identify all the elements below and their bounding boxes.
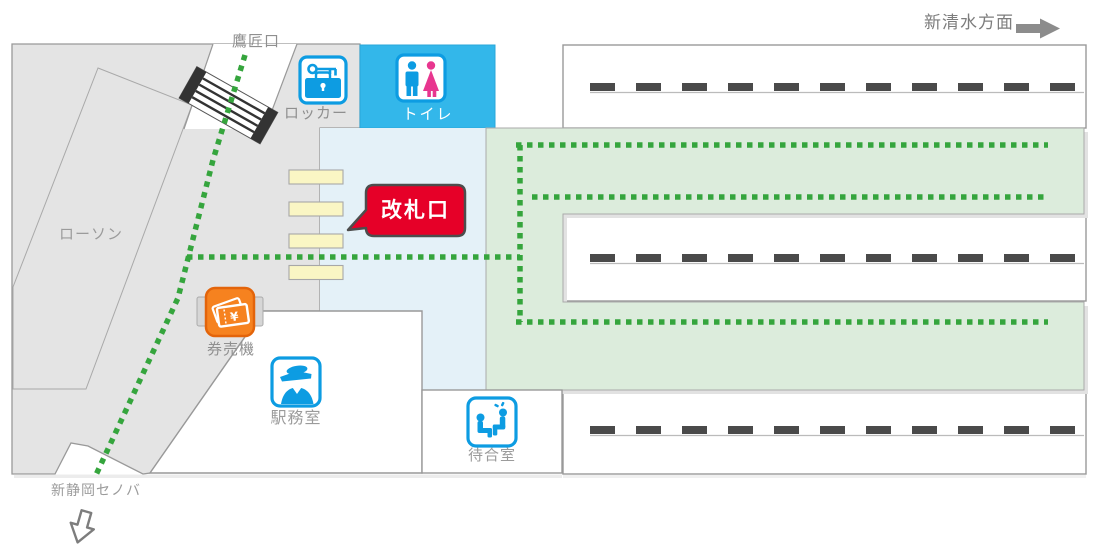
waiting-room-label: 待合室 (467, 446, 516, 464)
ticket-gates (288, 169, 344, 281)
toilet-icon (395, 53, 447, 103)
lawson-area (12, 67, 193, 390)
station-staff-icon (270, 356, 322, 408)
yen-symbol: ¥ (229, 309, 240, 324)
waiting-bench-icon (466, 396, 518, 448)
track-line-south (590, 426, 1084, 437)
path-takajo-to-cenova (92, 54, 248, 479)
lawson-label: ローソン (58, 225, 123, 243)
cenova-exit-label: 新静岡セノバ (51, 483, 141, 499)
ticket-gate-label: 改札口 (381, 198, 450, 222)
ticket-gate-sign (346, 183, 467, 238)
ticket-machine-label: 券売機 (206, 340, 255, 358)
gate-lane (288, 233, 344, 249)
walking-paths (92, 54, 1048, 479)
takajo-entrance-label: 鷹匠口 (231, 32, 280, 50)
toilet-label: トイレ (402, 105, 454, 123)
locker-label: ロッカー (283, 104, 348, 122)
gate-lane (288, 169, 344, 185)
cenova-arrow-icon (69, 509, 96, 544)
track-line-north (590, 83, 1084, 94)
gate-lane (288, 264, 344, 281)
right-arrow-icon (1016, 18, 1060, 39)
station-office-label: 駅務室 (270, 408, 322, 427)
ticket-machine: ¥ (196, 286, 264, 338)
locker-key-icon (298, 55, 348, 105)
direction-sign-label: 新清水方面 (924, 13, 1014, 33)
gate-lane (288, 201, 344, 217)
track-shadow (563, 475, 1086, 478)
floor-shadow (14, 474, 562, 478)
track-line-middle (590, 254, 1084, 265)
